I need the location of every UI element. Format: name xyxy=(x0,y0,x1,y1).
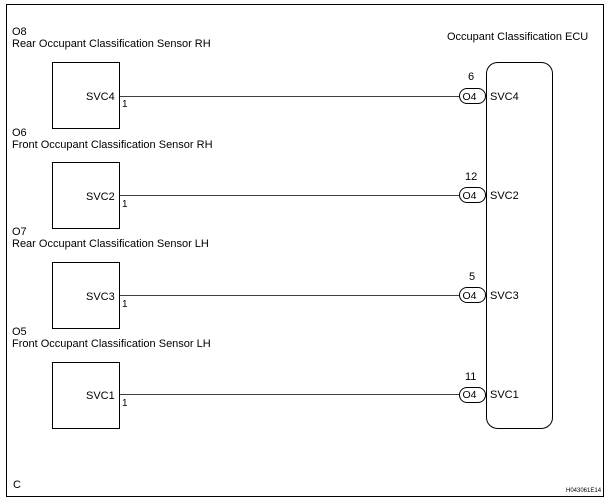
sensor-terminal: SVC3 xyxy=(86,291,115,303)
sensor-code: O7 xyxy=(12,226,27,238)
ecu-box xyxy=(486,62,553,429)
drawing-id: H043061E14 xyxy=(566,488,602,494)
ecu-pin: 11 xyxy=(465,371,476,383)
ecu-terminal: SVC1 xyxy=(490,389,519,401)
sensor-terminal: SVC4 xyxy=(86,91,115,103)
sensor-name: Front Occupant Classification Sensor RH xyxy=(12,139,213,151)
ecu-connector-label: O4 xyxy=(463,190,477,202)
ecu-pin: 6 xyxy=(468,71,474,83)
ecu-connector xyxy=(459,187,486,203)
sensor-code: O5 xyxy=(12,326,27,338)
sensor-o6-group: O6 Front Occupant Classification Sensor … xyxy=(12,127,519,229)
sensor-name: Rear Occupant Classification Sensor RH xyxy=(12,38,211,50)
sensor-box xyxy=(52,162,120,229)
sensor-pin: 1 xyxy=(122,199,128,210)
sensor-name: Front Occupant Classification Sensor LH xyxy=(12,338,211,350)
sensor-box xyxy=(52,262,120,329)
ecu-pin: 12 xyxy=(465,171,477,183)
sensor-terminal: SVC1 xyxy=(86,390,115,402)
sensor-o5-group: O5 Front Occupant Classification Sensor … xyxy=(12,326,519,429)
ecu-terminal: SVC3 xyxy=(490,290,519,302)
ecu-connector xyxy=(459,287,486,303)
ecu-title: Occupant Classification ECU xyxy=(447,31,588,43)
sensor-pin: 1 xyxy=(122,99,128,110)
sensor-code: O8 xyxy=(12,26,27,38)
ecu-connector xyxy=(459,387,486,403)
sensor-o8-group: O8 Rear Occupant Classification Sensor R… xyxy=(12,26,519,129)
ecu-pin: 5 xyxy=(469,271,475,283)
ecu-terminal: SVC4 xyxy=(490,91,519,103)
diagram-frame xyxy=(6,4,604,497)
ecu-connector-label: O4 xyxy=(463,290,477,302)
sensor-pin: 1 xyxy=(122,398,128,409)
ecu-connector-label: O4 xyxy=(463,389,477,401)
ecu-connector-label: O4 xyxy=(463,91,477,103)
sensor-terminal: SVC2 xyxy=(86,191,115,203)
sensor-name: Rear Occupant Classification Sensor LH xyxy=(12,238,209,250)
sensor-pin: 1 xyxy=(122,299,128,310)
sensor-box xyxy=(52,362,120,429)
sensor-box xyxy=(52,62,120,129)
sensor-o7-group: O7 Rear Occupant Classification Sensor L… xyxy=(12,226,519,329)
corner-mark: C xyxy=(13,479,21,491)
ecu-connector xyxy=(459,88,486,104)
sensor-code: O6 xyxy=(12,127,27,139)
ecu-terminal: SVC2 xyxy=(490,190,519,202)
